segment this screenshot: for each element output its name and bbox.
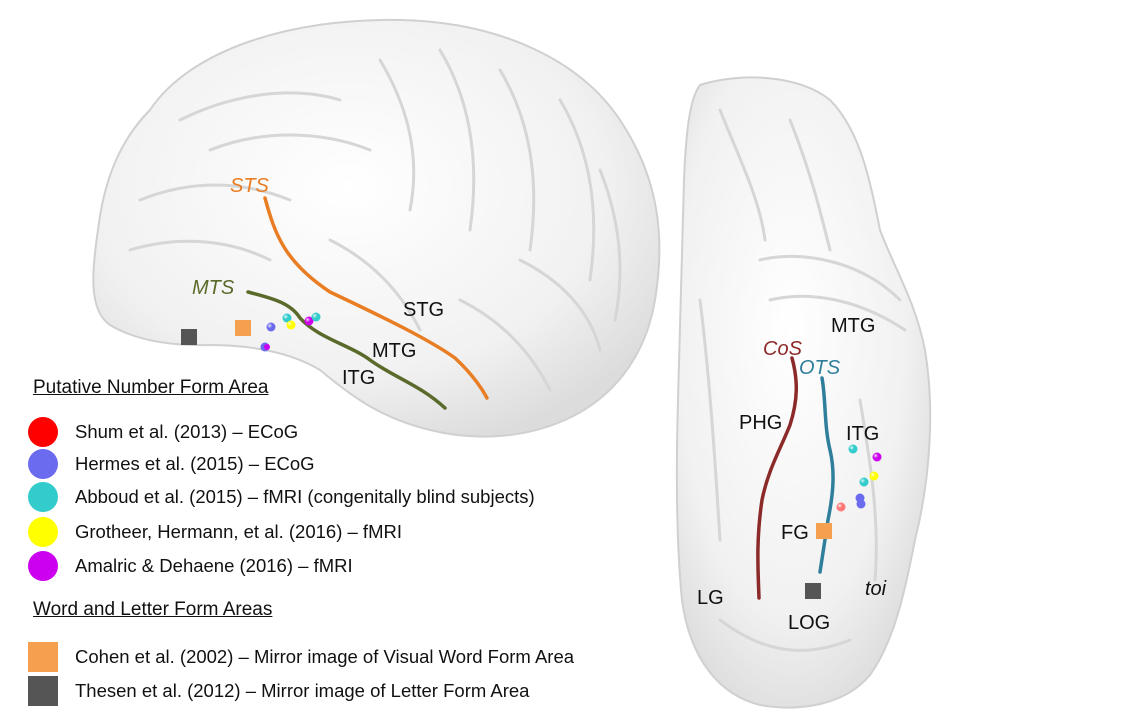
thesen-square-lateral [181,329,197,345]
log-label: LOG [788,612,831,634]
shum-swatch [28,417,58,447]
word-form-legend-heading: Word and Letter Form Areas [33,599,273,620]
cos-label: CoS [763,338,802,360]
legend-item-cohen: Cohen et al. (2002) – Mirror image of Vi… [28,641,574,673]
lg-label: LG [697,587,724,609]
sts-sulcus-line [263,196,489,400]
amalric-swatch [28,551,58,581]
cohen-swatch [28,642,58,672]
legend-label: Grotheer, Hermann, et al. (2016) – fMRI [75,521,402,542]
ventral-brain-view [675,76,932,709]
legend-label: Abboud et al. (2015) – fMRI (congenitall… [75,486,535,507]
legend-item-hermes: Hermes et al. (2015) – ECoG [28,448,315,480]
sts-label: STS [230,175,269,197]
itg-label-lateral: ITG [342,367,376,389]
legend-label: Thesen et al. (2012) – Mirror image of L… [75,680,530,701]
legend-item-amalric: Amalric & Dehaene (2016) – fMRI [28,550,353,582]
phg-label: PHG [739,412,783,434]
ventral-number-spheres [836,444,882,512]
itg-label-ventral: ITG [846,423,880,445]
cohen-square-ventral [816,523,832,539]
legend-item-thesen: Thesen et al. (2012) – Mirror image of L… [28,675,529,707]
mtg-label-lateral: MTG [372,340,417,362]
ots-sulcus-line [818,376,835,574]
cos-sulcus-line [756,356,799,600]
stg-label: STG [403,299,445,321]
legend-label: Hermes et al. (2015) – ECoG [75,453,315,474]
fg-label: FG [781,522,809,544]
lateral-brain-view [92,18,661,438]
thesen-square-ventral [805,583,821,599]
legend-label: Cohen et al. (2002) – Mirror image of Vi… [75,646,575,667]
abboud-swatch [28,482,58,512]
ventral-brain-surface [675,76,932,709]
legend-item-grotheer: Grotheer, Hermann, et al. (2016) – fMRI [28,516,402,548]
legend-item-abboud: Abboud et al. (2015) – fMRI (congenitall… [28,481,535,513]
mts-sulcus-line [246,290,447,410]
legend-label: Shum et al. (2013) – ECoG [75,421,299,442]
number-form-legend-heading: Putative Number Form Area [33,377,269,398]
lateral-number-spheres [260,312,321,352]
ots-label: OTS [799,357,841,379]
toi-label: toi [865,578,887,600]
lateral-gyri-texture [128,48,622,392]
mts-label: MTS [192,277,235,299]
ventral-gyri-texture [698,108,907,652]
mtg-label-ventral: MTG [831,315,876,337]
thesen-swatch [28,676,58,706]
legend-item-shum: Shum et al. (2013) – ECoG [28,416,298,448]
legend-label: Amalric & Dehaene (2016) – fMRI [75,555,353,576]
grotheer-swatch [28,517,58,547]
hermes-swatch [28,449,58,479]
cohen-square-lateral [235,320,251,336]
lateral-brain-surface [92,18,661,438]
